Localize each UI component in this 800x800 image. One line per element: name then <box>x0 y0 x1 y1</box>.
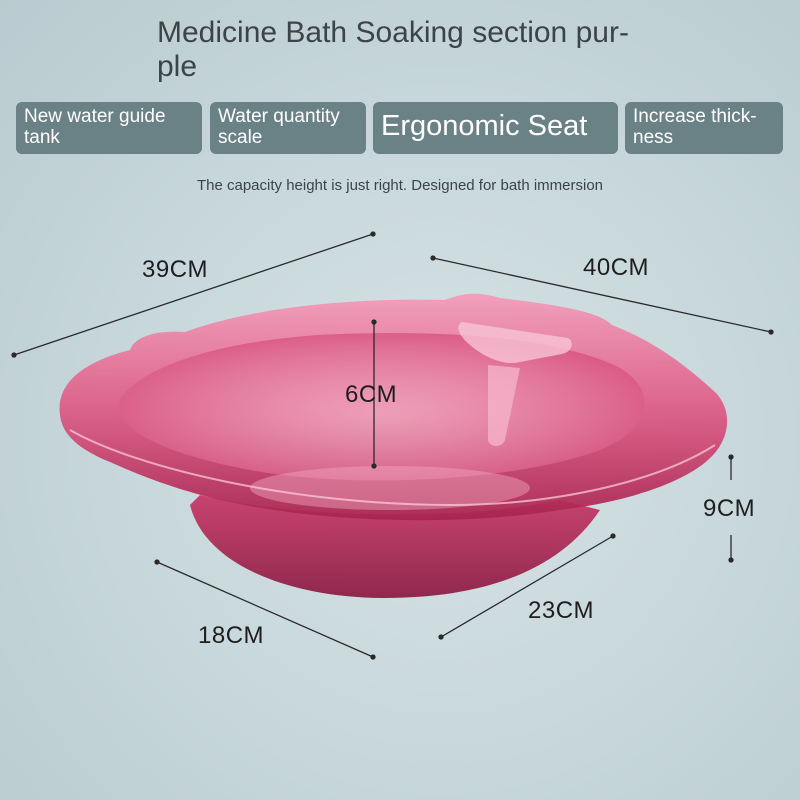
feature-tag-water-guide: New water guide tank <box>16 102 202 154</box>
feature-tag-ergonomic-seat: Ergonomic Seat <box>373 102 618 154</box>
water-guide-tank <box>488 365 520 446</box>
product-title: Medicine Bath Soaking section pur- ple <box>157 16 629 83</box>
subtitle: The capacity height is just right. Desig… <box>196 177 604 194</box>
feature-tag-label: Ergonomic Seat <box>381 110 588 142</box>
basin-bowl <box>190 495 600 598</box>
handle-slot <box>458 322 572 364</box>
dimension-base-right: 23CM <box>528 597 595 624</box>
dimension-depth: 6CM <box>345 381 398 408</box>
feature-tag-label: New water guide tank <box>24 106 166 148</box>
dimension-width-left: 39CM <box>142 256 209 283</box>
dimension-height: 9CM <box>703 495 756 522</box>
basin-floor <box>250 466 530 510</box>
dimension-base-left: 18CM <box>198 622 265 649</box>
feature-tag-label: Increase thick-ness <box>633 106 757 148</box>
dimension-width-right: 40CM <box>583 254 650 281</box>
feature-tag-thickness: Increase thick-ness <box>625 102 783 154</box>
feature-tag-label: Water quantity scale <box>218 106 340 148</box>
feature-tag-water-scale: Water quantity scale <box>210 102 366 154</box>
